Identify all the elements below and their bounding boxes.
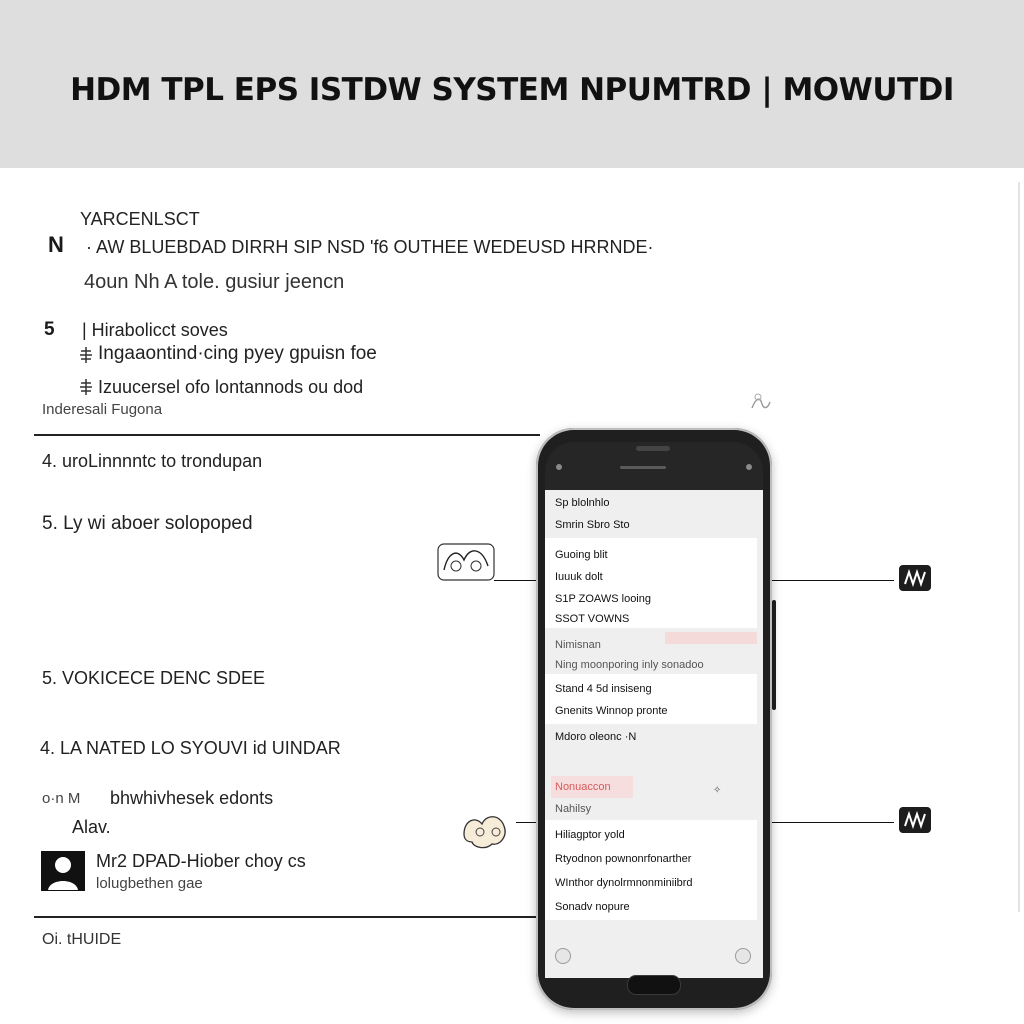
step-marker: N — [48, 232, 64, 257]
back-icon[interactable] — [555, 948, 571, 964]
highlight-stripe — [551, 776, 633, 798]
phone-side-button — [772, 600, 776, 710]
list-item: bhwhivhesek edonts — [110, 788, 274, 808]
settings-row[interactable]: Stand 4 5d insiseng — [555, 683, 652, 695]
sketch-icon — [463, 816, 506, 849]
list-item: 4. uroLinnnntc to trondupan — [42, 451, 263, 471]
list-item: Alav. — [72, 817, 111, 837]
list-row[interactable]: WInthor dynolrmnonminiibrd — [555, 877, 693, 889]
section-header: YARCENLSCT — [80, 209, 200, 229]
screen-header-row[interactable]: Smrin Sbro Sto — [555, 519, 630, 531]
bullet-item: Izuucersel ofo lontannods ou dod — [98, 377, 364, 397]
list-row[interactable]: Hiliagptor yold — [555, 829, 625, 841]
step-marker: 5 — [44, 319, 55, 340]
list-row[interactable]: Rtyodnon pownonrfonarther — [555, 853, 692, 865]
list-item: Mr2 DPAD-Hiober choy cs — [96, 851, 306, 871]
list-item: 5. Ly wi aboer solopoped — [42, 513, 253, 534]
list-item-sub: lolugbethen gae — [96, 875, 203, 892]
settings-row[interactable]: Ning moonporing inly sonadoo — [555, 659, 704, 671]
settings-row[interactable]: Iuuuk dolt — [555, 571, 603, 583]
section-label: Nimisnan — [555, 639, 601, 651]
tag-icon — [899, 565, 931, 591]
alert-row[interactable]: Nahilsy — [555, 803, 592, 815]
bullet-icon — [80, 347, 92, 395]
phone-speaker — [636, 446, 670, 451]
page-edge-divider — [1018, 182, 1020, 912]
status-icon — [746, 464, 752, 470]
phone-screen: Sp blolnhlo Smrin Sbro Sto Guoing blit I… — [545, 490, 763, 978]
highlight-stripe — [665, 632, 757, 644]
bullet-item: Ingaaontind·cing pyey gpuisn foe — [98, 343, 377, 364]
screen-header-row[interactable]: Sp blolnhlo — [555, 497, 610, 509]
settings-row[interactable]: Guoing blit — [555, 549, 608, 561]
phone-notch — [620, 466, 666, 469]
instruction-line: · AW BLUEBDAD DIRRH SIP NSD 'f6 OUTHEE W… — [86, 237, 654, 257]
settings-row[interactable]: SSOT VOWNS — [555, 613, 630, 625]
top-banner: HDM TPL EPS ISTDW SYSTEM NPUMTRD | MOWUT… — [0, 0, 1024, 168]
settings-icon[interactable] — [735, 948, 751, 964]
settings-card: Hiliagptor yold Rtyodnon pownonrfonarthe… — [545, 820, 757, 920]
settings-card: Stand 4 5d insiseng Gnenits Winnop pront… — [545, 674, 757, 724]
home-indicator[interactable] — [627, 975, 681, 995]
divider-line — [34, 916, 540, 918]
bullet-item: | Hirabolicct soves — [82, 320, 228, 340]
instruction-subline: 4oun Nh A tole. gusiur jeencn — [84, 271, 345, 293]
alert-row[interactable]: Nonuaccon — [555, 781, 611, 793]
portrait-icon — [41, 851, 85, 891]
footer-text: Oi. tHUIDE — [42, 931, 122, 948]
section-label: Mdoro oleonc ·N — [555, 731, 637, 743]
note-text: Inderesali Fugona — [42, 401, 163, 418]
list-item: 4. LA NATED LO SYOUVI id UINDAR — [40, 738, 341, 758]
chevron-icon: ✧ — [713, 785, 722, 796]
status-icon — [556, 464, 562, 470]
settings-row[interactable]: S1P ZOAWS looing — [555, 593, 651, 605]
list-item-prefix: o·n M — [42, 790, 81, 807]
sketch-icon — [751, 393, 771, 409]
list-row[interactable]: Sonadv nopure — [555, 901, 630, 913]
settings-row[interactable]: Gnenits Winnop pronte — [555, 705, 668, 717]
list-item: 5. VOKICECE DENC SDEE — [42, 668, 266, 688]
divider-line — [34, 434, 540, 436]
tag-icon — [899, 807, 931, 833]
banner-title: HDM TPL EPS ISTDW SYSTEM NPUMTRD | MOWUT… — [70, 72, 954, 108]
settings-card: Guoing blit Iuuuk dolt S1P ZOAWS looing … — [545, 538, 757, 628]
sketch-icon — [437, 543, 495, 581]
